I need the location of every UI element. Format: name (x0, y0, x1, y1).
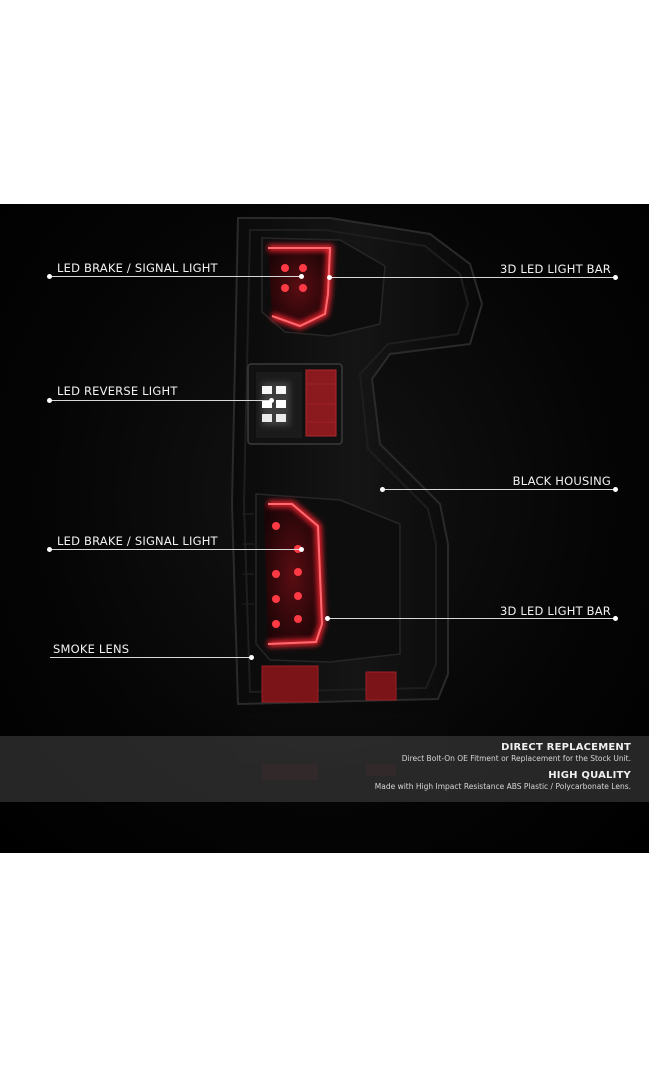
callout-dot (47, 398, 52, 403)
callout-light-bar-top-line (330, 277, 616, 278)
bottom-right-reflector (365, 671, 397, 701)
callout-brake-signal-bottom-line (50, 549, 302, 550)
callout-dot (613, 616, 618, 621)
callout-light-bar-bottom-line (328, 618, 616, 619)
feature-title: DIRECT REPLACEMENT (501, 742, 631, 753)
feature-description: Direct Bolt-On OE Fitment or Replacement… (401, 754, 631, 763)
callout-smoke-lens-label: SMOKE LENS (53, 642, 130, 656)
callout-reverse-label: LED REVERSE LIGHT (57, 384, 178, 398)
callout-dot (47, 274, 52, 279)
bottom-left-reflector (261, 665, 319, 703)
callout-dot (325, 616, 330, 621)
callout-black-housing-line (383, 489, 616, 490)
callout-brake-signal-top-label: LED BRAKE / SIGNAL LIGHT (57, 261, 218, 275)
callout-dot (299, 547, 304, 552)
feature-info-band: DIRECT REPLACEMENT Direct Bolt-On OE Fit… (0, 736, 649, 802)
callout-smoke-lens-line (50, 657, 252, 658)
feature-high-quality: HIGH QUALITY Made with High Impact Resis… (375, 770, 631, 791)
callout-dot (613, 275, 618, 280)
callout-dot (327, 275, 332, 280)
callout-black-housing-label: BLACK HOUSING (512, 474, 611, 488)
callout-dot (380, 487, 385, 492)
product-photo-panel: LED BRAKE / SIGNAL LIGHT LED REVERSE LIG… (0, 204, 649, 853)
callout-brake-signal-bottom-label: LED BRAKE / SIGNAL LIGHT (57, 534, 218, 548)
callout-dot (299, 274, 304, 279)
feature-title: HIGH QUALITY (548, 770, 631, 781)
feature-description: Made with High Impact Resistance ABS Pla… (374, 782, 631, 791)
callout-dot (269, 398, 274, 403)
callout-dot (47, 547, 52, 552)
callout-brake-signal-top-line (50, 276, 302, 277)
feature-direct-replacement: DIRECT REPLACEMENT Direct Bolt-On OE Fit… (402, 742, 631, 763)
callout-light-bar-bottom-label: 3D LED LIGHT BAR (500, 604, 611, 618)
callout-dot (249, 655, 254, 660)
callout-dot (613, 487, 618, 492)
callout-reverse-line (50, 400, 272, 401)
callout-light-bar-top-label: 3D LED LIGHT BAR (500, 262, 611, 276)
